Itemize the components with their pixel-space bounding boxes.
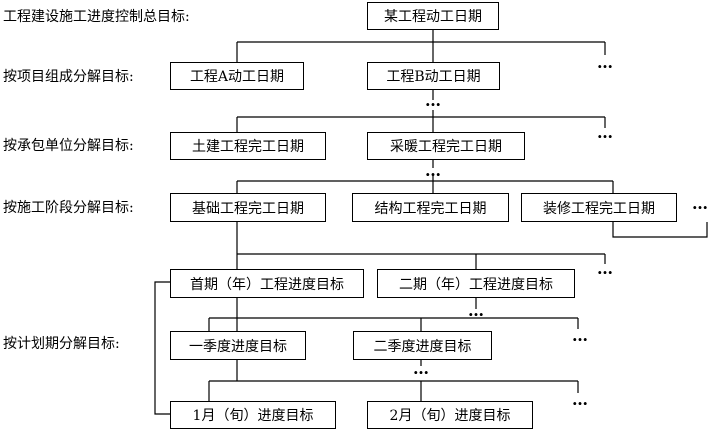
node-root: 某工程动工日期 bbox=[367, 2, 499, 30]
label-by-project: 按项目组成分解目标: bbox=[3, 69, 134, 85]
node-m1: 1月（旬）进度目标 bbox=[170, 401, 336, 429]
ellipsis-under-project-b: … bbox=[425, 91, 442, 110]
node-second-year: 二期（年）工程进度目标 bbox=[377, 269, 575, 298]
ellipsis-level4: … bbox=[597, 259, 614, 278]
ellipsis-under-second-year: … bbox=[468, 301, 485, 320]
node-foundation: 基础工程完工日期 bbox=[170, 193, 326, 222]
label-total-goal: 工程建设施工进度控制总目标: bbox=[3, 9, 190, 25]
node-decoration: 装修工程完工日期 bbox=[521, 193, 677, 222]
label-by-phase: 按施工阶段分解目标: bbox=[3, 200, 134, 216]
ellipsis-under-heating: … bbox=[425, 161, 442, 180]
label-by-plan: 按计划期分解目标: bbox=[3, 336, 120, 352]
ellipsis-level2: … bbox=[597, 123, 614, 142]
node-structure: 结构工程完工日期 bbox=[352, 193, 509, 222]
node-q1: 一季度进度目标 bbox=[170, 331, 306, 360]
ellipsis-under-q2: … bbox=[413, 359, 430, 378]
node-first-year: 首期（年）工程进度目标 bbox=[170, 269, 364, 298]
node-q2: 二季度进度目标 bbox=[353, 331, 492, 360]
ellipsis-level6: … bbox=[572, 390, 589, 409]
node-civil: 土建工程完工日期 bbox=[170, 132, 326, 160]
node-m2: 2月（旬）进度目标 bbox=[367, 401, 533, 429]
ellipsis-level5: … bbox=[572, 326, 589, 345]
node-project-a: 工程A动工日期 bbox=[170, 62, 304, 90]
label-by-contractor: 按承包单位分解目标: bbox=[3, 138, 134, 154]
ellipsis-level3: … bbox=[692, 194, 709, 213]
ellipsis-level1: … bbox=[597, 53, 614, 72]
node-heating: 采暖工程完工日期 bbox=[367, 132, 525, 160]
node-project-b: 工程B动工日期 bbox=[367, 62, 500, 90]
